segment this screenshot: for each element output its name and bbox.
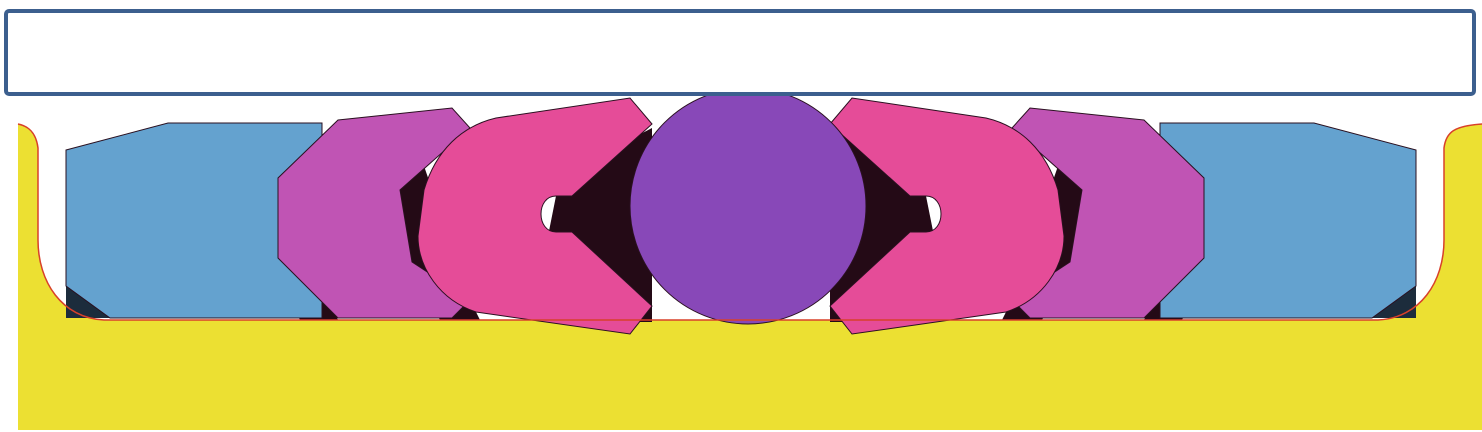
inner-block-right xyxy=(829,97,1065,335)
base-channel xyxy=(18,124,1482,430)
top-plate xyxy=(4,9,1476,96)
center-ball xyxy=(629,87,867,325)
inner-block-left xyxy=(417,97,653,335)
base-edge-line xyxy=(17,123,1482,321)
outer-block-left xyxy=(65,122,323,319)
outer-block-right xyxy=(1159,122,1417,319)
